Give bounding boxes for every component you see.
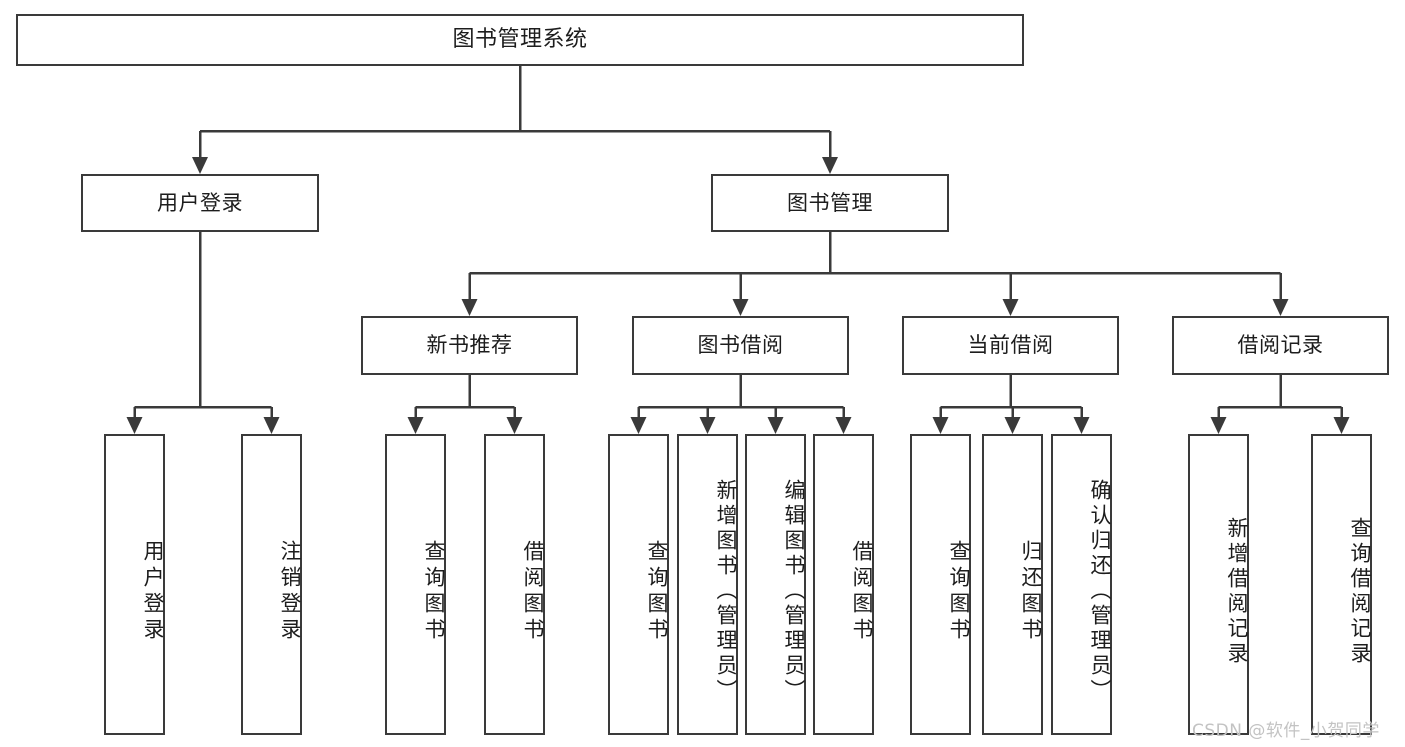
leaf-borrow-book[interactable]: 借阅图书: [813, 434, 874, 735]
node-book-borrow[interactable]: 图书借阅: [632, 316, 849, 375]
leaf-query-book-recommend[interactable]: 查询图书: [385, 434, 446, 735]
leaf-query-book-current[interactable]: 查询图书: [910, 434, 971, 735]
leaf-query-book-borrow[interactable]: 查询图书: [608, 434, 669, 735]
leaf-edit-book-admin[interactable]: 编辑图书（管理员）: [745, 434, 806, 735]
leaf-query-borrow-record[interactable]: 查询借阅记录: [1311, 434, 1372, 735]
leaf-confirm-return-admin[interactable]: 确认归还（管理员）: [1051, 434, 1112, 735]
node-book-management[interactable]: 图书管理: [711, 174, 949, 232]
node-root[interactable]: 图书管理系统: [16, 14, 1024, 66]
leaf-add-borrow-record[interactable]: 新增借阅记录: [1188, 434, 1249, 735]
leaf-user-login[interactable]: 用户登录: [104, 434, 165, 735]
leaf-borrow-book-recommend[interactable]: 借阅图书: [484, 434, 545, 735]
node-user-login[interactable]: 用户登录: [81, 174, 319, 232]
leaf-add-book-admin[interactable]: 新增图书（管理员）: [677, 434, 738, 735]
node-borrow-record[interactable]: 借阅记录: [1172, 316, 1389, 375]
leaf-return-book[interactable]: 归还图书: [982, 434, 1043, 735]
node-current-borrow[interactable]: 当前借阅: [902, 316, 1119, 375]
leaf-logout[interactable]: 注销登录: [241, 434, 302, 735]
csdn-watermark: CSDN @软件_小贺同学: [1192, 721, 1380, 741]
node-new-book-recommend[interactable]: 新书推荐: [361, 316, 578, 375]
